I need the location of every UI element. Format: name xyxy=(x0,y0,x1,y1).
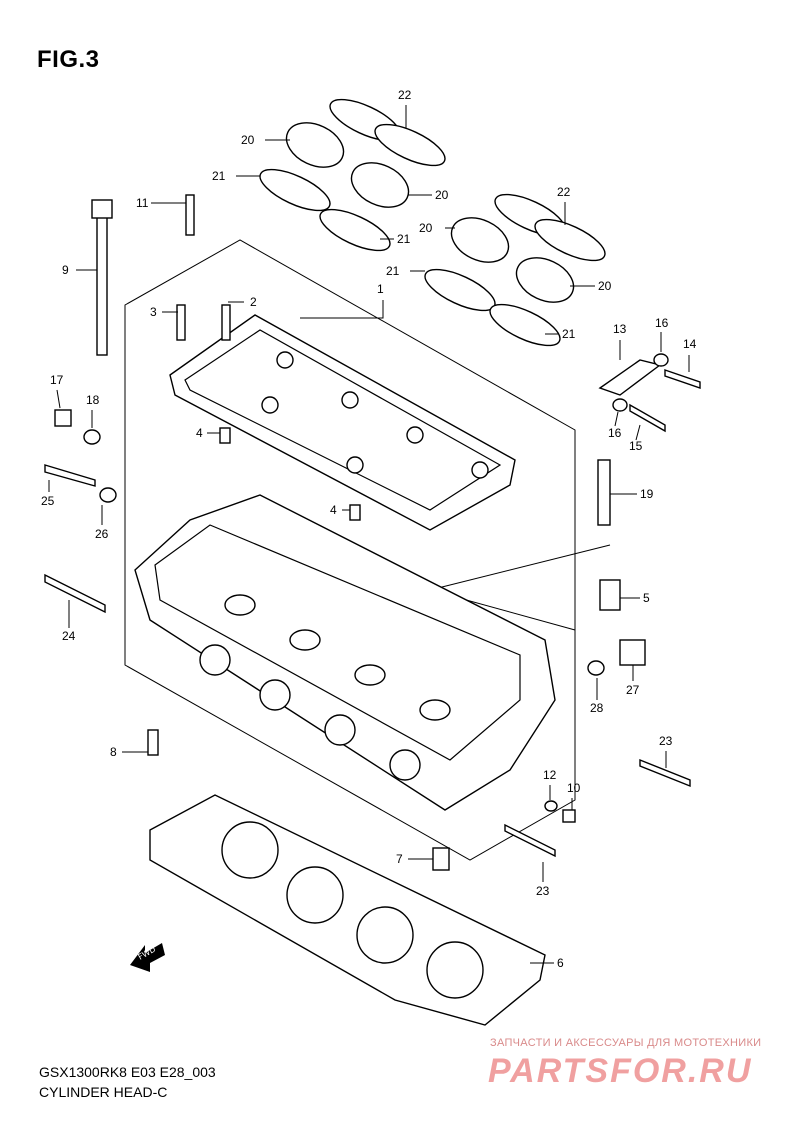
callout-22b: 22 xyxy=(557,185,571,199)
callout-19: 19 xyxy=(640,487,654,501)
callout-21b: 21 xyxy=(397,232,411,246)
watermark-logo: PARTSFOR.RU xyxy=(488,1052,753,1090)
callout-15-leader xyxy=(635,424,641,441)
fwd-arrow-icon: FWD xyxy=(130,943,165,972)
callout-21c: 21 xyxy=(386,264,400,278)
callout-2: 2 xyxy=(250,295,257,309)
callout-28: 28 xyxy=(590,701,604,715)
callout-20d: 20 xyxy=(598,279,612,293)
callout-4a: 4 xyxy=(196,426,203,440)
callout-4b: 4 xyxy=(330,503,337,517)
callout-20b: 20 xyxy=(435,188,449,202)
callout-25: 25 xyxy=(41,494,55,508)
callout-labels: 1234456789101112131415161617181920202020… xyxy=(41,88,697,970)
callout-20c: 20 xyxy=(419,221,433,235)
callout-16b-leader xyxy=(614,411,619,427)
callout-23b: 23 xyxy=(536,884,550,898)
callout-15: 15 xyxy=(629,439,643,453)
leader-lines xyxy=(48,105,690,964)
callout-3: 3 xyxy=(150,305,157,319)
callout-16b: 16 xyxy=(608,426,622,440)
callout-21d: 21 xyxy=(562,327,576,341)
section-name: CYLINDER HEAD-C xyxy=(39,1084,168,1100)
intake-boots-and-clamps xyxy=(259,98,606,347)
callout-14: 14 xyxy=(683,337,697,351)
small-parts xyxy=(44,194,701,871)
callout-27: 27 xyxy=(626,683,640,697)
callout-6: 6 xyxy=(557,956,564,970)
callout-10: 10 xyxy=(567,781,581,795)
callout-1-leader xyxy=(300,300,384,319)
model-code: GSX1300RK8 E03 E28_003 xyxy=(39,1064,216,1080)
callout-13: 13 xyxy=(613,322,627,336)
cylinder-head-block xyxy=(134,494,556,811)
callout-12: 12 xyxy=(543,768,557,782)
callout-18: 18 xyxy=(86,393,100,407)
callout-5: 5 xyxy=(643,591,650,605)
callout-11: 11 xyxy=(136,196,149,210)
callout-7: 7 xyxy=(396,852,403,866)
callout-26: 26 xyxy=(95,527,109,541)
callout-21a: 21 xyxy=(212,169,226,183)
watermark-tagline: ЗАПЧАСТИ И АКСЕССУАРЫ ДЛЯ МОТОТЕХНИКИ xyxy=(490,1037,762,1049)
assembly-frame xyxy=(124,239,576,861)
callout-8: 8 xyxy=(110,745,117,759)
callout-16a: 16 xyxy=(655,316,669,330)
callout-24: 24 xyxy=(62,629,76,643)
figure-title: FIG.3 xyxy=(37,46,100,73)
head-gasket-part xyxy=(149,794,546,1026)
callout-23a: 23 xyxy=(659,734,673,748)
callout-17-leader xyxy=(56,389,61,409)
cylinder-head-cover-part xyxy=(169,314,516,531)
callout-22a: 22 xyxy=(398,88,412,102)
callout-17: 17 xyxy=(50,373,64,387)
callout-9: 9 xyxy=(62,263,69,277)
callout-20a: 20 xyxy=(241,133,255,147)
callout-1: 1 xyxy=(377,282,384,296)
